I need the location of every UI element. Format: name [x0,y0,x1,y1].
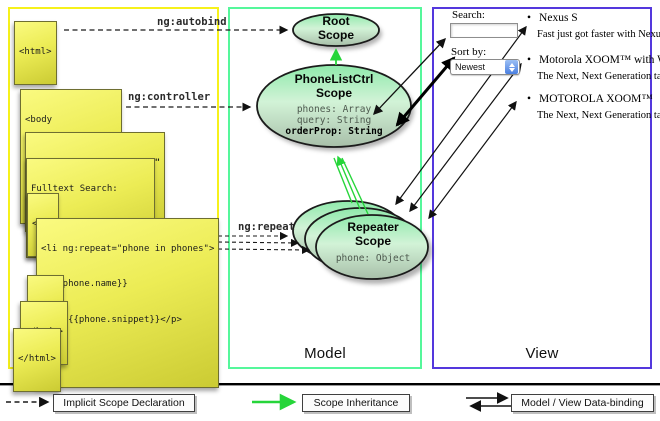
phone-item-desc: Fast just got faster with Nexus S. [537,29,660,40]
model-column-label: Model [304,345,346,362]
phone-item-desc: The Next, Next Generation tablet. [537,110,660,121]
prop-phones: phones: Array [296,103,372,115]
repeat-label: ng:repeat [238,221,295,233]
phone-item-title: Motorola XOOM™ with Wi-Fi [527,54,660,66]
prop-query: query: String [296,114,372,126]
model-column: Model [228,7,422,369]
controller-label: ng:controller [128,91,211,103]
legend-implicit-scope: Implicit Scope Declaration [53,394,195,412]
view-column-label: View [525,345,559,362]
legend-scope-inheritance: Scope Inheritance [302,394,410,412]
legend-data-binding: Model / View Data-binding [511,394,654,412]
sort-select[interactable]: Newest [450,59,520,75]
code-box-html-close: </html> [13,328,61,393]
phone-item-desc: The Next, Next Generation tablet. [537,71,660,82]
prop-orderprop: orderProp: String [285,126,383,138]
phone-item-title: MOTOROLA XOOM™ [527,93,653,105]
phone-item-title: Nexus S [527,12,578,24]
search-input[interactable] [450,23,518,38]
repeater-scope-label: Repeater Scope phone: Object [317,220,429,264]
root-scope-label: Root Scope [317,14,354,42]
autobind-label: ng:autobind [157,16,227,28]
prop-phone: phone: Object [335,252,411,264]
code-box-html-open: <html> [14,21,57,86]
dropdown-stepper-icon [505,60,518,74]
search-label: Search: [452,9,485,21]
sort-by-label: Sort by: [451,46,487,58]
sort-select-value: Newest [455,62,486,72]
phonelist-scope-label: PhoneListCtrl Scope phones: Array query:… [257,72,411,138]
